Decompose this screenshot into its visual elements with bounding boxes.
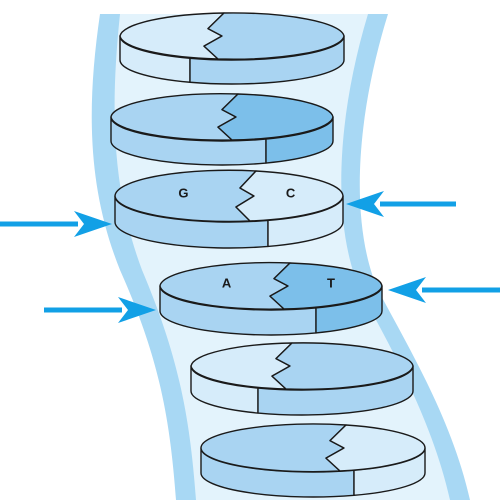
base-right-top xyxy=(325,424,426,472)
base-right-top xyxy=(271,342,414,390)
base-left-top xyxy=(159,261,291,310)
base-label-right: T xyxy=(327,275,335,290)
arrow-left-icon xyxy=(388,277,500,303)
base-pair-2 xyxy=(110,93,334,166)
arrow-left-icon xyxy=(346,191,456,217)
base-right-top xyxy=(217,93,334,141)
base-right-top xyxy=(235,170,344,222)
arrow-right-icon xyxy=(44,297,156,323)
base-pair-6 xyxy=(200,423,426,498)
base-left-top xyxy=(110,93,239,141)
base-right-top xyxy=(269,262,383,310)
base-right-side xyxy=(265,116,334,164)
base-left-top xyxy=(190,342,293,390)
base-left-top xyxy=(119,12,225,60)
base-right-top xyxy=(203,12,345,60)
base-label-left: G xyxy=(178,185,188,200)
arrow-right-icon xyxy=(0,211,112,237)
base-right-side xyxy=(315,285,383,334)
base-pair-1 xyxy=(119,12,345,85)
base-left-top xyxy=(200,423,347,473)
base-label-right: C xyxy=(286,185,296,200)
base-label-left: A xyxy=(222,275,232,290)
base-pair-5 xyxy=(190,342,414,416)
base-left-top xyxy=(114,169,257,223)
